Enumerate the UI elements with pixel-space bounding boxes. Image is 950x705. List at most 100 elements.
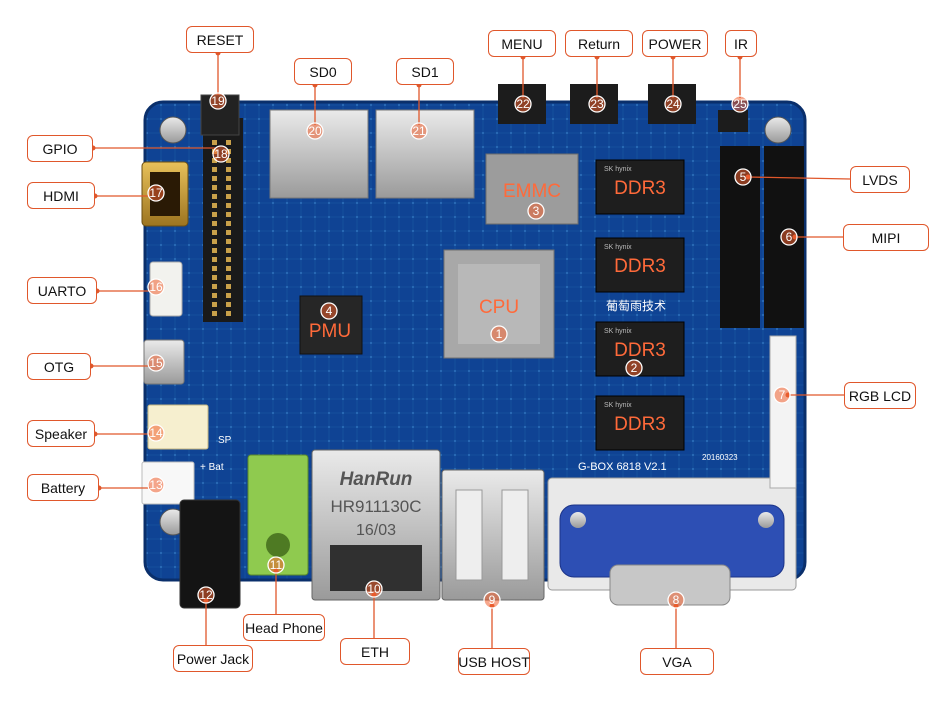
marker-24: 24 <box>664 95 682 113</box>
vga-port <box>547 477 797 606</box>
marker-number: 10 <box>367 582 381 596</box>
marker-number: 4 <box>326 304 333 318</box>
ram-brand-text: SK hynix <box>604 244 632 251</box>
callout-power-jack: Power Jack <box>173 645 253 672</box>
callout-gpio: GPIO <box>27 135 93 162</box>
ddr3-chip-label: DDR3 <box>614 256 666 277</box>
marker-22: 22 <box>514 95 532 113</box>
marker-2: 2 <box>625 359 643 377</box>
marker-number: 7 <box>779 388 786 402</box>
callout-head-phone: Head Phone <box>243 614 325 641</box>
marker-9: 9 <box>483 591 501 609</box>
marker-number: 21 <box>412 124 426 138</box>
marker-5: 5 <box>734 168 752 186</box>
eth-brand-text: HanRun <box>340 469 413 490</box>
cpu-chip-label: CPU <box>479 297 519 318</box>
marker-16: 16 <box>147 278 165 296</box>
marker-number: 23 <box>590 97 604 111</box>
callout-rgb-lcd: RGB LCD <box>844 382 916 409</box>
callout-sd0: SD0 <box>294 58 352 85</box>
marker-number: 18 <box>214 147 228 161</box>
marker-19: 19 <box>209 92 227 110</box>
marker-15: 15 <box>147 354 165 372</box>
callout-battery: Battery <box>27 474 99 501</box>
marker-12: 12 <box>197 586 215 604</box>
ram-brand-text: SK hynix <box>604 328 632 335</box>
pmu-chip-label: PMU <box>309 321 351 342</box>
sp-mark: SP <box>218 435 232 446</box>
callout-mipi: MIPI <box>843 224 929 251</box>
bat-mark: + Bat <box>200 462 224 473</box>
ddr3-chip-label: DDR3 <box>614 340 666 361</box>
marker-number: 20 <box>308 124 322 138</box>
marker-number: 24 <box>666 97 680 111</box>
sd1-slot <box>375 109 475 199</box>
marker-25: 25 <box>731 95 749 113</box>
rgb-lcd-connector <box>769 335 797 489</box>
ethernet-port: HanRun HR911130C 16/03 <box>311 449 441 601</box>
marker-number: 12 <box>199 588 213 602</box>
marker-number: 6 <box>786 230 793 244</box>
marker-number: 13 <box>149 478 163 492</box>
marker-number: 16 <box>149 280 163 294</box>
marker-14: 14 <box>147 424 165 442</box>
marker-number: 9 <box>489 593 496 607</box>
callout-speaker: Speaker <box>27 420 95 447</box>
marker-number: 22 <box>516 97 530 111</box>
callout-menu: MENU <box>488 30 556 57</box>
callout-ir: IR <box>725 30 757 57</box>
marker-13: 13 <box>147 476 165 494</box>
ir-receiver-part <box>718 110 748 132</box>
marker-7: 7 <box>773 386 791 404</box>
marker-17: 17 <box>147 184 165 202</box>
marker-number: 3 <box>533 204 540 218</box>
ram-brand-text: SK hynix <box>604 166 632 173</box>
marker-20: 20 <box>306 122 324 140</box>
marker-3: 3 <box>527 202 545 220</box>
marker-number: 11 <box>270 558 283 572</box>
marker-number: 15 <box>149 356 163 370</box>
eth-part-text: HR911130C <box>330 497 421 516</box>
marker-18: 18 <box>212 145 230 163</box>
callout-vga: VGA <box>640 648 714 675</box>
callout-otg: OTG <box>27 353 91 380</box>
date-text: 20160323 <box>702 453 738 462</box>
marker-4: 4 <box>320 302 338 320</box>
callout-eth: ETH <box>340 638 410 665</box>
callout-power: POWER <box>642 30 708 57</box>
marker-23: 23 <box>588 95 606 113</box>
marker-number: 17 <box>149 186 163 200</box>
marker-number: 8 <box>673 593 680 607</box>
leader-line-5 <box>747 176 851 180</box>
marker-21: 21 <box>410 122 428 140</box>
callout-return: Return <box>565 30 633 57</box>
callout-lvds: LVDS <box>850 166 910 193</box>
ram-brand-text: SK hynix <box>604 402 632 409</box>
marker-number: 25 <box>733 97 747 111</box>
marker-number: 1 <box>496 327 503 341</box>
marker-6: 6 <box>780 228 798 246</box>
ddr3-chip-label: DDR3 <box>614 178 666 199</box>
marker-number: 2 <box>631 361 638 375</box>
callout-hdmi: HDMI <box>27 182 95 209</box>
ddr3-chip-label: DDR3 <box>614 414 666 435</box>
brand-cn-text: 葡萄雨技术 <box>606 299 666 313</box>
power-jack <box>179 499 241 609</box>
marker-11: 11 <box>267 556 285 574</box>
callout-reset: RESET <box>186 26 254 53</box>
callout-sd1: SD1 <box>396 58 454 85</box>
eth-code-text: 16/03 <box>356 522 396 539</box>
marker-8: 8 <box>667 591 685 609</box>
marker-number: 19 <box>211 94 225 108</box>
headphone-jack <box>247 454 309 576</box>
emmc-chip-label: EMMC <box>503 181 561 202</box>
marker-number: 5 <box>740 170 747 184</box>
model-text: G-BOX 6818 V2.1 <box>578 461 667 473</box>
callout-usb-host: USB HOST <box>458 648 530 675</box>
